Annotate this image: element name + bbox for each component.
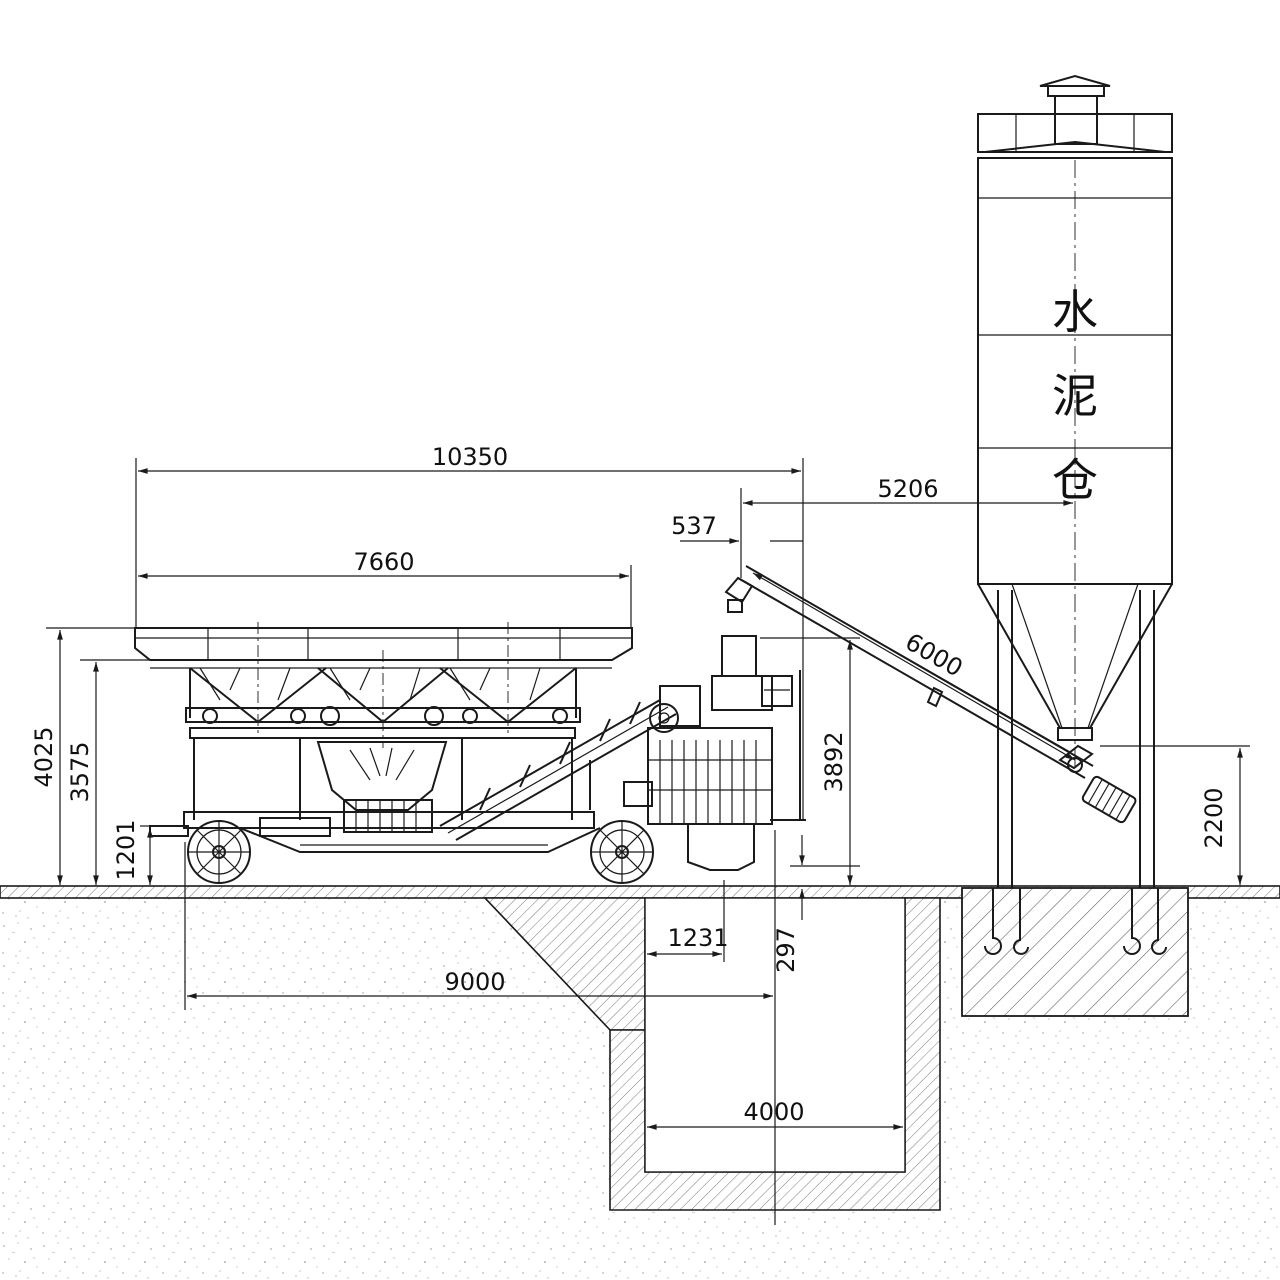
silo-label-char-1: 水 [1052,285,1098,339]
dim-3575: 3575 [66,741,94,802]
dim-9000: 9000 [444,968,505,996]
dim-4025: 4025 [30,726,58,787]
dim-1231: 1231 [667,924,728,952]
silo-label-char-3: 仓 [1052,453,1098,507]
silo-foundation [961,887,1189,1017]
silo-label-char-2: 泥 [1052,369,1098,423]
dim-4000: 4000 [743,1098,804,1126]
dim-537: 537 [671,512,717,540]
dim-2200: 2200 [1200,787,1228,848]
mixer-station [623,635,806,871]
dim-10350: 10350 [432,443,508,471]
dimension-lines: 10350 7660 5206 537 6000 4025 3575 1201 … [30,443,1250,1225]
dim-1201: 1201 [112,819,140,880]
dim-3892: 3892 [820,731,848,792]
dim-7660: 7660 [353,548,414,576]
dim-297: 297 [772,927,800,973]
trailer-wheel-rear [590,820,654,884]
belt-conveyor [439,699,679,841]
aggregate-batcher [134,622,654,884]
dim-5206: 5206 [877,475,938,503]
trailer-wheel-front [187,820,251,884]
